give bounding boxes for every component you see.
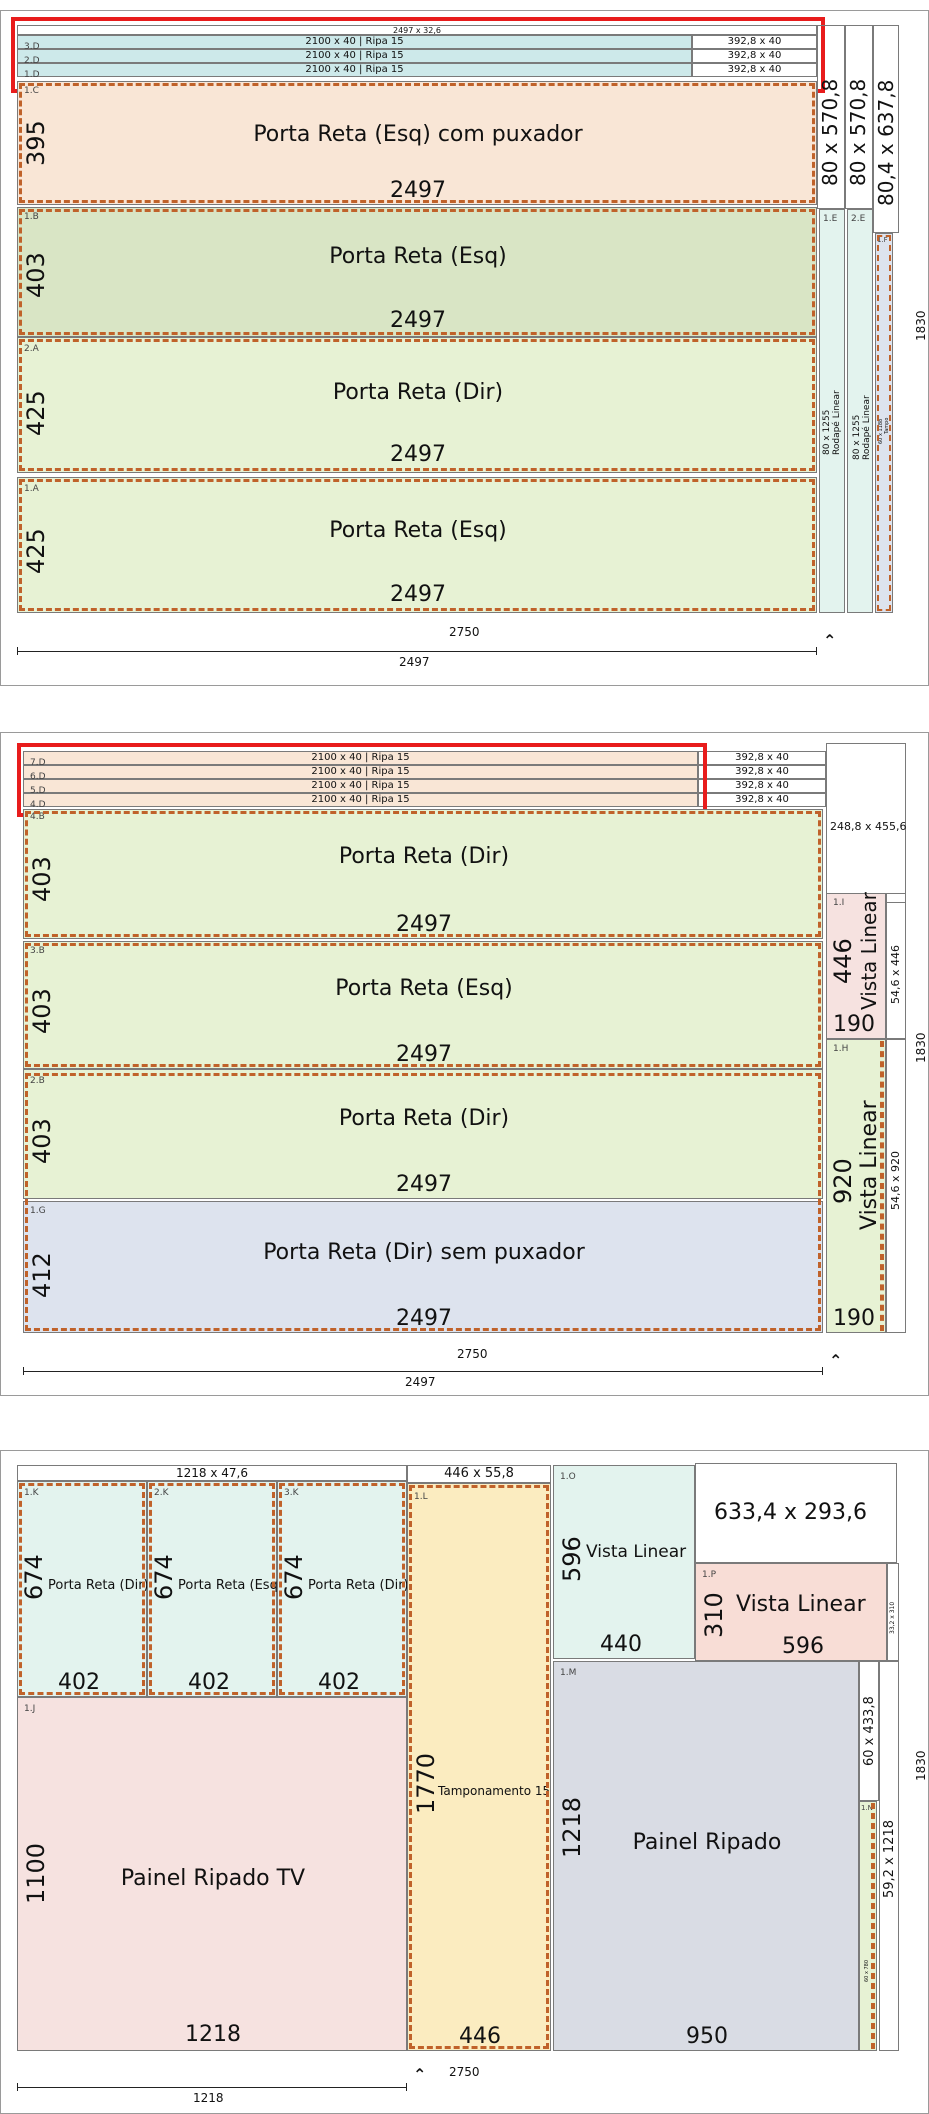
rodape-panel[interactable]: 1.E 80 x 1255 Rodapé Linear — [819, 209, 845, 613]
offcut: 80 x 570,8 — [817, 25, 845, 209]
offcut: 248,8 x 455,6 — [826, 743, 906, 903]
door-panel[interactable]: 1.C Porta Reta (Esq) com puxador 2497 39… — [17, 81, 817, 205]
tampo-panel[interactable]: 1.F 60 x 1188 Tampo — [875, 233, 893, 613]
top-offcut: 2497 x 32,6 — [17, 25, 817, 35]
sheet-width-label: 2750 — [457, 1347, 488, 1361]
rodape-panel[interactable]: 2.E 80 x 1255 Rodapé Linear — [847, 209, 873, 613]
door-panel[interactable]: 2.K Porta Reta (Esq) 674 402 — [147, 1481, 283, 1697]
chevron-up-icon[interactable]: ⌃ — [829, 1351, 843, 1370]
door-panel[interactable]: 3.K Porta Reta (Dir) 674 402 — [277, 1481, 409, 1697]
offcut: 59,2 x 1218 — [879, 1661, 899, 2051]
width-ruler — [17, 2087, 407, 2088]
offcut: 33,2 x 310 — [887, 1563, 899, 1661]
door-panel[interactable]: 4.B Porta Reta (Dir) 2497 403 — [23, 809, 823, 939]
chevron-up-icon[interactable]: ⌃ — [413, 2065, 427, 2084]
ruler-label: 2497 — [405, 1375, 436, 1389]
sheet-width-label: 2750 — [449, 625, 480, 639]
chevron-up-icon[interactable]: ⌃ — [823, 631, 837, 650]
offcut: 633,4 x 293,6 — [695, 1463, 897, 1563]
door-panel[interactable]: 1.G Porta Reta (Dir) sem puxador 2497 41… — [23, 1201, 823, 1333]
ripa-offcut: 392,8 x 40 — [692, 49, 817, 63]
sheet-height-label: 1830 — [914, 310, 928, 341]
door-panel[interactable]: 3.B Porta Reta (Esq) 2497 403 — [23, 941, 823, 1069]
vista-linear-panel[interactable]: 1.I 446 Vista Linear 190 — [826, 892, 886, 1039]
vista-linear-panel[interactable]: 1.O Vista Linear 596 440 — [553, 1465, 695, 1659]
sheet-width-label: 2750 — [449, 2065, 480, 2079]
offcut: 1218 x 47,6 — [17, 1465, 407, 1481]
ripa-offcut: 392,8 x 40 — [698, 751, 826, 765]
door-panel[interactable]: 1.A Porta Reta (Esq) 2497 425 — [17, 477, 817, 613]
width-ruler — [17, 651, 817, 652]
door-panel[interactable]: 1.K Porta Reta (Dir) 674 402 — [17, 1481, 149, 1697]
painel-ripado-tv[interactable]: 1.J Painel Ripado TV 1100 1218 — [17, 1697, 407, 2051]
ripa-offcut: 392,8 x 40 — [698, 765, 826, 779]
ripa-offcut: 392,8 x 40 — [698, 779, 826, 793]
vista-linear-panel[interactable]: 1.H 920 Vista Linear 190 — [826, 1039, 886, 1333]
ripa-offcut: 392,8 x 40 — [692, 63, 817, 77]
tamponamento-panel[interactable]: 1.L Tamponamento 15 1770 446 — [407, 1483, 551, 2051]
offcut: 60 x 433,8 — [859, 1661, 879, 1801]
ripa-offcut: 392,8 x 40 — [692, 35, 817, 49]
offcut: 54,6 x 446 — [886, 893, 906, 1039]
vista-linear-panel[interactable]: 1.P Vista Linear 310 596 — [695, 1563, 887, 1661]
offcut: 80,4 x 637,8 — [873, 25, 899, 233]
tampo-panel[interactable]: 1.N 60 x 780 — [859, 1801, 877, 2051]
offcut: 80 x 570,8 — [845, 25, 873, 209]
offcut: 446 x 55,8 — [407, 1465, 551, 1483]
ruler-label: 1218 — [193, 2091, 224, 2105]
door-panel[interactable]: 1.B Porta Reta (Esq) 2497 403 — [17, 207, 817, 337]
door-panel[interactable]: 2.B Porta Reta (Dir) 2497 403 — [23, 1069, 823, 1199]
ripa-offcut: 392,8 x 40 — [698, 793, 826, 807]
sheet-height-label: 1830 — [914, 1032, 928, 1063]
door-panel[interactable]: 2.A Porta Reta (Dir) 2497 425 — [17, 337, 817, 473]
sheet-height-label: 1830 — [914, 1750, 928, 1781]
cutting-sheet-3: 1218 x 47,6 446 x 55,8 1.K Porta Reta (D… — [0, 1450, 929, 2114]
ruler-label: 2497 — [399, 655, 430, 669]
width-ruler — [23, 1371, 823, 1372]
painel-ripado[interactable]: 1.M Painel Ripado 1218 950 — [553, 1661, 859, 2051]
offcut: 54,6 x 920 — [886, 1039, 906, 1333]
